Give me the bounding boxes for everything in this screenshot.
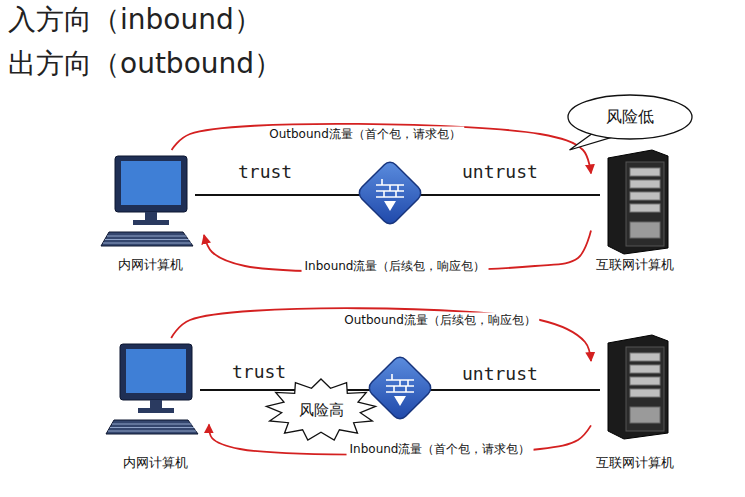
monitor-screen — [121, 161, 181, 205]
drive-bay — [630, 365, 660, 373]
server-icon — [591, 148, 679, 253]
keyboard-keys — [110, 427, 194, 428]
drive-bay — [630, 180, 660, 188]
keyboard-keys — [105, 239, 189, 240]
flow-label: Outbound流量（首个包，请求包） — [266, 127, 464, 142]
drive-bay — [630, 389, 660, 397]
firewall-arrow — [384, 201, 396, 211]
traffic-flow-arrow — [171, 308, 591, 361]
zone-name: trust — [232, 360, 286, 383]
host-name: 互联网计算机 — [591, 257, 679, 273]
host-name: 内网计算机 — [96, 257, 204, 273]
keyboard-keys — [107, 236, 187, 237]
zone-name: trust — [238, 160, 292, 183]
callout-joint — [597, 133, 612, 136]
server-panel — [630, 407, 660, 423]
drive-bay — [630, 192, 660, 200]
title-line: 出方向（outbound） — [8, 46, 282, 82]
monitor-stand — [145, 212, 157, 220]
monitor-base — [138, 408, 174, 413]
drive-bay — [630, 353, 660, 361]
firewall-wall — [376, 179, 404, 197]
server-symbol — [608, 335, 668, 439]
host-name: 互联网计算机 — [591, 455, 679, 471]
server-icon — [591, 333, 679, 451]
firewall-body — [356, 159, 424, 227]
host-node: 内网计算机 — [101, 338, 209, 473]
firewall-symbol — [366, 354, 434, 422]
risk-text: 风险高 — [299, 401, 344, 419]
host-name: 内网计算机 — [101, 455, 209, 471]
flow-label: Inbound流量（后续包，响应包） — [302, 259, 489, 274]
server-front — [626, 347, 664, 431]
keyboard-keys — [112, 424, 192, 425]
server-symbol — [608, 150, 668, 254]
keyboard-keys — [103, 243, 191, 244]
host-node: 互联网计算机 — [591, 333, 679, 473]
computer-symbol — [106, 344, 198, 434]
firewall-body — [366, 354, 434, 422]
server-case — [608, 335, 668, 439]
monitor-frame — [120, 344, 192, 400]
risk-text: 风险低 — [606, 108, 654, 126]
callout-node: 风险高 — [265, 378, 377, 442]
firewall-arrow — [394, 396, 406, 406]
keyboard-keys — [108, 431, 196, 432]
zone-name: untrust — [462, 160, 538, 183]
server-panel — [630, 222, 660, 238]
pc-icon — [96, 150, 204, 253]
computer-symbol — [101, 156, 193, 246]
risk-burst — [266, 379, 375, 440]
flow-label: Inbound流量（首个包，请求包） — [347, 442, 534, 457]
callout-bubble — [568, 95, 692, 139]
host-node: 内网计算机 — [96, 150, 204, 275]
keyboard — [106, 420, 198, 434]
title-line: 入方向（inbound） — [8, 2, 262, 38]
monitor-stand — [150, 400, 162, 408]
drive-bay — [630, 204, 660, 212]
drive-bay — [630, 168, 660, 176]
drive-bay — [630, 377, 660, 385]
keyboard — [101, 232, 193, 246]
callout-node: 风险低 — [567, 94, 693, 140]
firewall-wall — [386, 374, 414, 392]
host-node: 互联网计算机 — [591, 148, 679, 275]
monitor-screen — [126, 349, 186, 393]
server-case — [608, 150, 668, 254]
flow-label: Outbound流量（后续包，响应包） — [341, 313, 539, 328]
firewall-symbol — [356, 159, 424, 227]
monitor-frame — [115, 156, 187, 212]
server-front — [626, 162, 664, 246]
monitor-base — [133, 220, 169, 225]
pc-icon — [101, 338, 209, 451]
zone-name: untrust — [462, 362, 538, 385]
